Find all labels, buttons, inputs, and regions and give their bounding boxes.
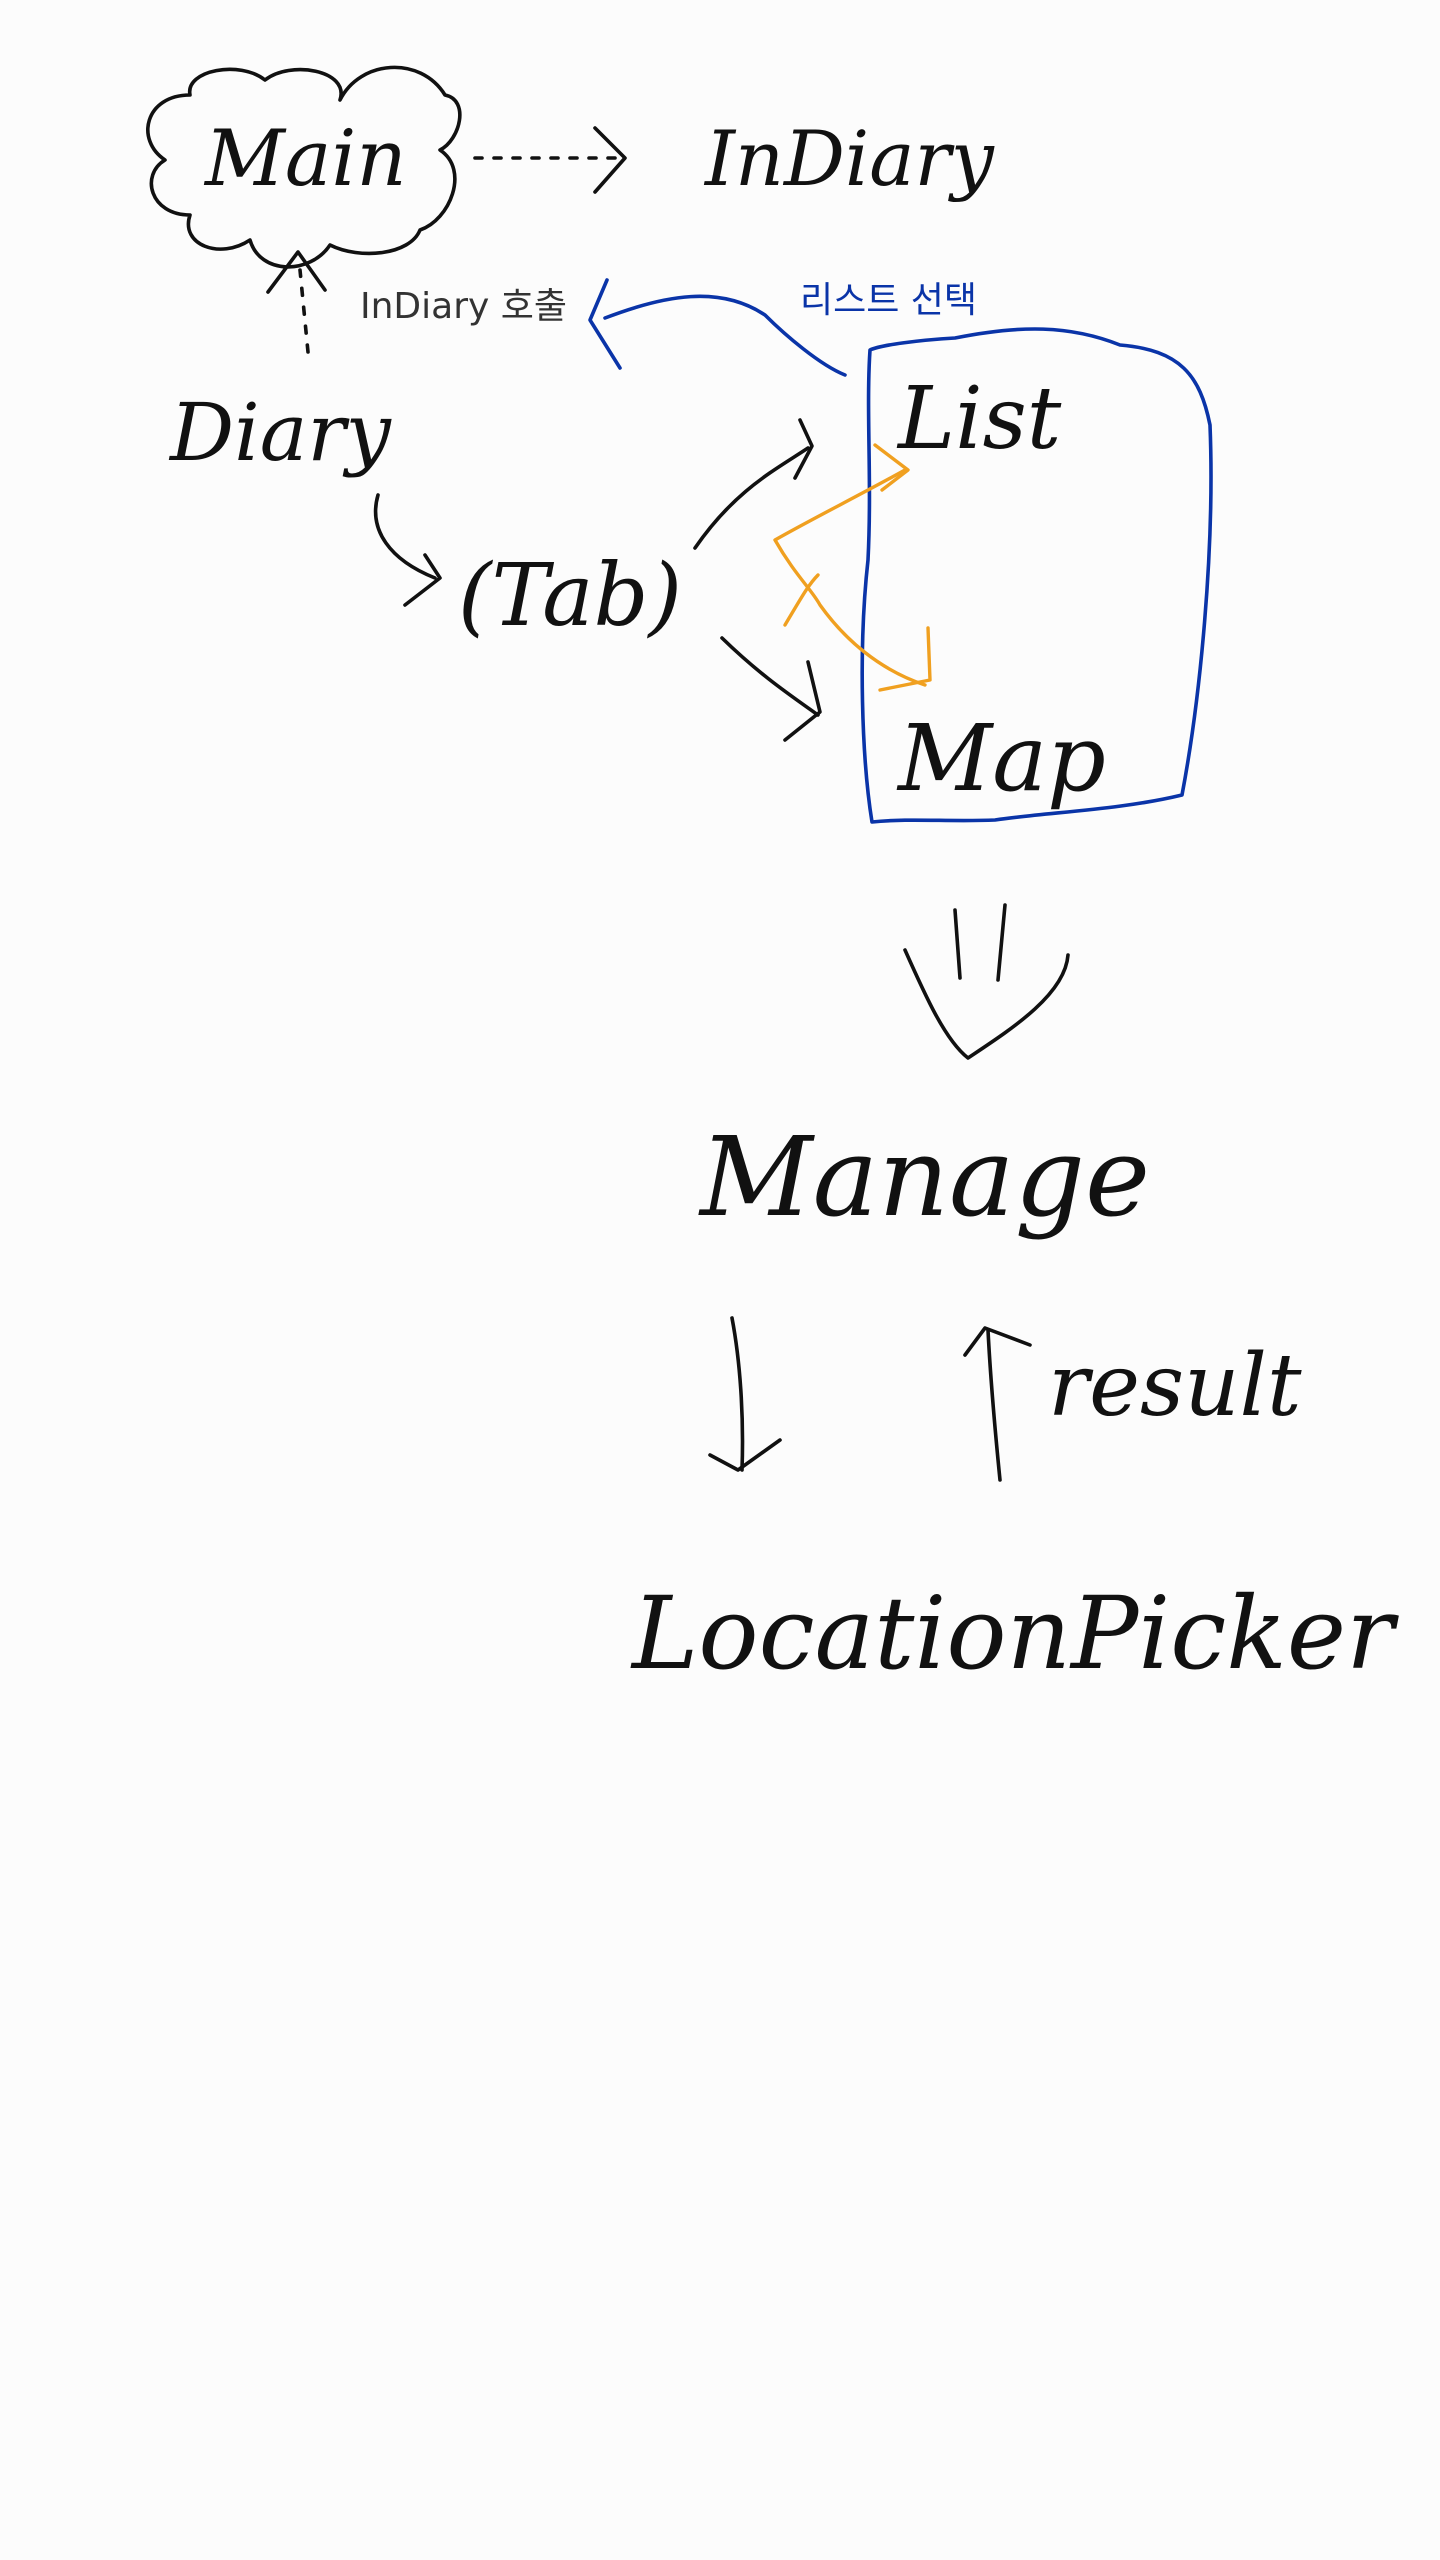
- diary-to-main-arrow: [298, 268, 310, 354]
- to-manage-arrowhead: [903, 948, 1070, 1060]
- list-select-label: 리스트 선택: [800, 280, 977, 321]
- diary-to-tab-arrow: [373, 493, 437, 580]
- main-to-indiary-arrowhead: [593, 126, 627, 194]
- diary-node-label: Diary: [168, 386, 393, 479]
- main-cloud-outline: [146, 65, 462, 269]
- indiary-node-label: InDiary: [703, 114, 995, 203]
- list-map-swap-arrow-inner: [783, 573, 820, 627]
- tab-to-list-arrow: [693, 446, 810, 550]
- map-node-label: Map: [896, 705, 1106, 812]
- list-map-swap-arrowhead-bottom: [878, 626, 932, 692]
- tab-to-map-arrowhead: [783, 660, 822, 742]
- manage-to-picker-arrowhead: [708, 1438, 782, 1472]
- list-map-swap-arrow: [773, 468, 927, 687]
- manage-to-picker-arrow: [730, 1316, 745, 1472]
- list-node-label: List: [896, 369, 1062, 469]
- list-select-return-arrow: [603, 294, 847, 377]
- tab-node-label: (Tab): [458, 546, 682, 646]
- diary-to-tab-arrowhead: [403, 553, 442, 607]
- list-map-container: [860, 327, 1213, 824]
- picker-to-manage-arrow: [986, 1328, 1002, 1482]
- indiary-call-label: InDiary 호출: [360, 286, 567, 327]
- list-map-swap-arrowhead-top: [873, 443, 910, 492]
- result-label: result: [1048, 1336, 1302, 1436]
- tab-to-map-arrow: [720, 636, 820, 717]
- tab-to-list-arrowhead: [793, 418, 814, 480]
- list-select-return-arrowhead: [588, 278, 622, 370]
- picker-to-manage-arrowhead: [963, 1326, 1032, 1357]
- main-node-label: Main: [203, 114, 407, 204]
- to-manage-arrow-stem-right: [996, 903, 1007, 982]
- manage-node-label: Manage: [698, 1113, 1150, 1241]
- location-picker-node-label: LocationPicker: [630, 1575, 1399, 1692]
- diary-to-main-arrowhead: [266, 250, 327, 294]
- to-manage-arrow-stem-left: [953, 908, 962, 980]
